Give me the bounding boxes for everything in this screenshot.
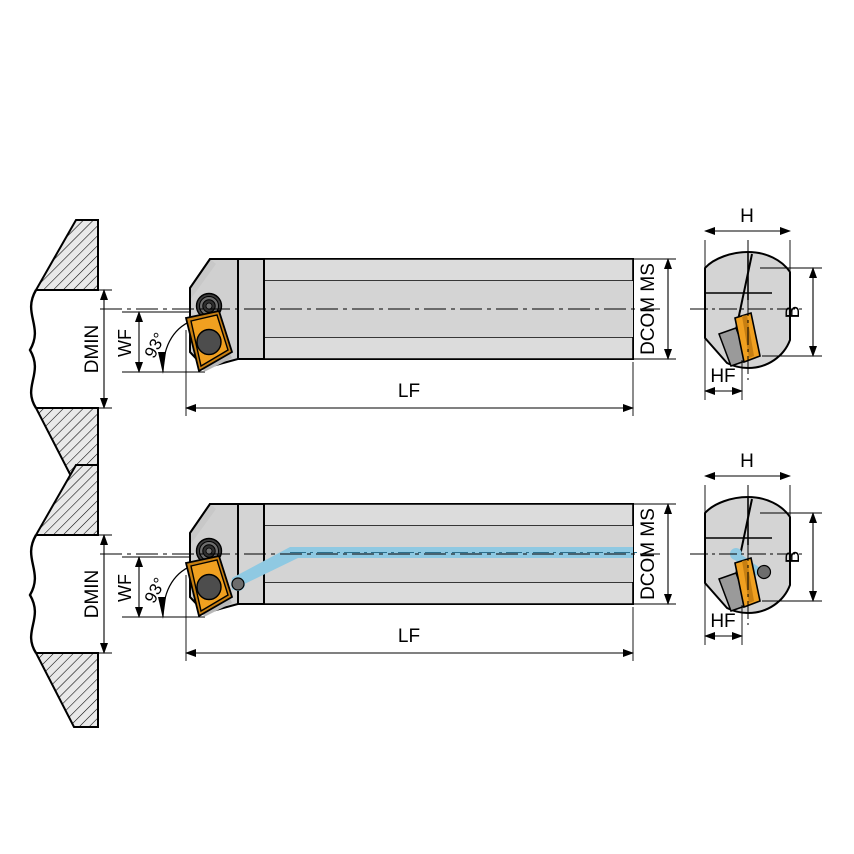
dimension-dcom-ms-upper: DCOM MS [633,258,676,360]
dimension-label-hf: HF [710,366,735,387]
dimension-label-dcom-ms: DCOM MS [638,508,659,600]
dimension-label-wf: WF [115,574,135,602]
view-lower-coolant: DMIN WF 93° [28,451,822,729]
dimension-dmin-lower: DMIN [82,534,112,654]
dimension-label-hf: HF [710,611,735,632]
view-upper-standard: DMIN WF 93° [28,206,822,484]
boring-bar-body-upper [100,258,660,373]
dimension-dmin-upper: DMIN [82,289,112,409]
dimension-label-lf: LF [398,381,420,402]
dimension-hf-upper: HF [704,338,743,400]
dimension-b-lower: B [760,512,822,602]
dimension-lf-lower: LF [185,575,634,661]
dimension-h-lower: H [704,451,791,517]
dimension-label-lf: LF [398,626,420,647]
end-view-lower: H B HF [690,451,822,645]
dimension-label-dmin: DMIN [82,570,103,619]
dimension-b-upper: B [760,267,822,357]
dimension-label-b: B [783,551,804,564]
dimension-dcom-ms-lower: DCOM MS [633,503,676,605]
dimension-h-upper: H [704,206,791,272]
dimension-label-dcom-ms: DCOM MS [638,263,659,355]
dimension-lf-upper: LF [185,330,634,416]
boring-bar-body-lower [100,503,660,618]
dimension-label-b: B [783,306,804,319]
dimension-label-h: H [740,451,754,472]
coolant-channel-lower [231,547,640,591]
dimension-hf-lower: HF [704,583,743,645]
dimension-label-h: H [740,206,754,227]
dimension-label-wf: WF [115,329,135,357]
dimension-label-dmin: DMIN [82,325,103,374]
end-view-upper: H B HF [690,206,822,400]
cutting-insert-upper [184,309,234,373]
cutting-insert-lower [184,554,234,618]
